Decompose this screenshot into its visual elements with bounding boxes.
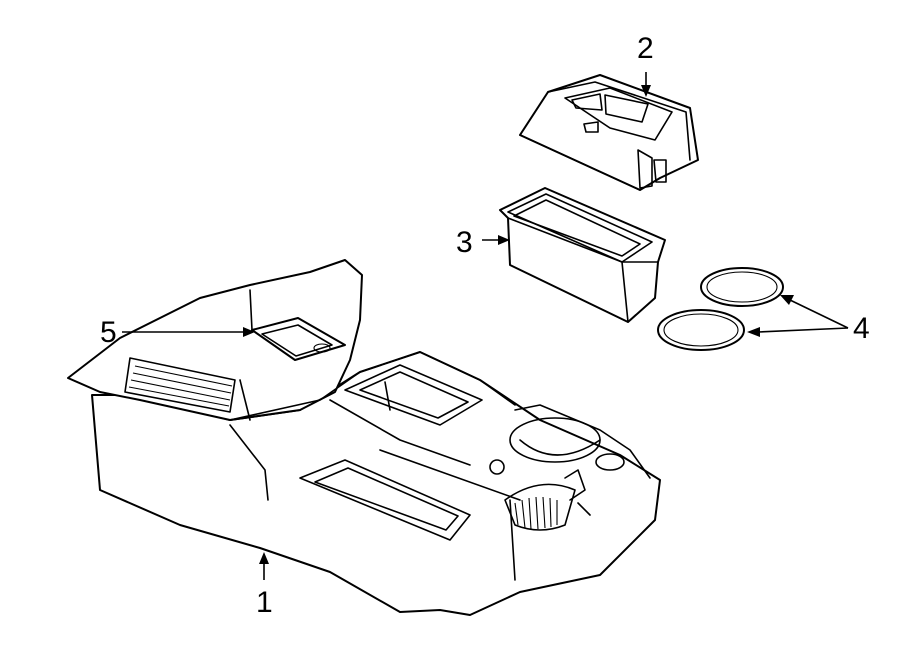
part-1-console	[67, 259, 661, 616]
callout-4-label: 4	[853, 312, 870, 345]
callout-3-label: 3	[456, 226, 473, 259]
part-4-rings	[657, 267, 784, 351]
callout-5-label: 5	[100, 316, 117, 349]
callout-2-label: 2	[637, 32, 654, 65]
part-2-insert	[519, 74, 699, 191]
part-3-bin	[499, 187, 666, 323]
callout-leaders	[122, 72, 849, 580]
callout-1-label: 1	[256, 586, 273, 619]
